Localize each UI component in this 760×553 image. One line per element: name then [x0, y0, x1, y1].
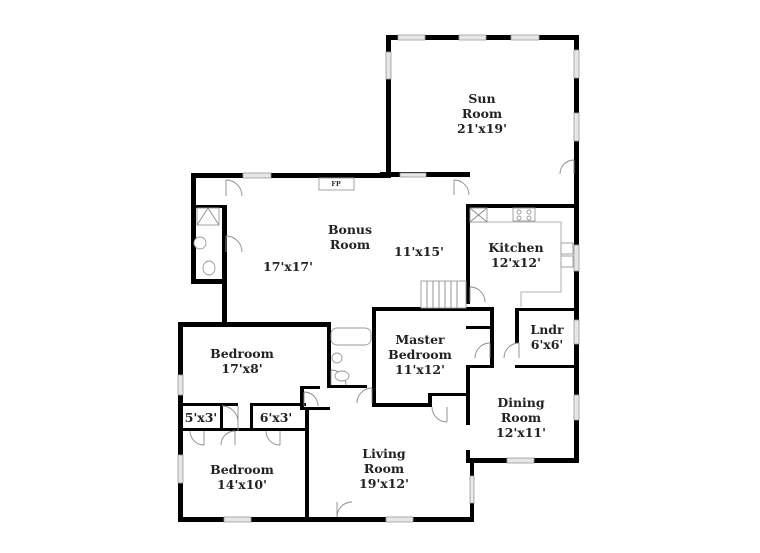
kitchen-label: Kitchen 12'x12' — [488, 240, 543, 270]
closet-2-size: 6'x3' — [259, 410, 293, 425]
dining-room-name: Dining — [497, 395, 545, 410]
closet-1-size: 5'x3' — [184, 410, 218, 425]
dining-room-label: Dining Room 12'x11' — [496, 395, 546, 440]
hall-bath-sink — [331, 352, 343, 364]
doors — [189, 159, 575, 518]
bonus-room-size: 17'x17' — [263, 259, 313, 274]
kitchen-size: 12'x12' — [491, 255, 541, 270]
master-bedroom-label: Master Bedroom 11'x12' — [388, 332, 452, 377]
toilet — [202, 260, 216, 276]
kitchen-sink-right — [560, 255, 574, 268]
master-bedroom-name-2: Bedroom — [388, 347, 452, 362]
laundry-size: 6'x6' — [530, 337, 564, 352]
bath-sink — [193, 236, 207, 250]
bedroom-2-name: Bedroom — [210, 462, 274, 477]
bonus-room-name: Bonus — [327, 222, 373, 237]
sun-room-size: 21'x19' — [457, 121, 507, 136]
sun-room-label: Sun Room 21'x19' — [457, 91, 507, 136]
master-bedroom-name: Master — [395, 332, 445, 347]
kitchen-name: Kitchen — [488, 240, 544, 255]
bedroom-1-name: Bedroom — [210, 346, 274, 361]
fireplace — [318, 177, 355, 191]
bedroom-1-size: 17'x8' — [221, 361, 263, 376]
sun-room-name: Sun — [468, 91, 496, 106]
dining-room-name-2: Room — [500, 410, 542, 425]
fixtures — [193, 177, 574, 382]
bonus-room-size-2: 11'x15' — [394, 244, 444, 259]
bedroom-1-label: Bedroom 17'x8' — [210, 346, 274, 376]
living-room-size: 19'x12' — [359, 476, 409, 491]
living-room-name-2: Room — [363, 461, 405, 476]
bedroom-2-label: Bedroom 14'x10' — [210, 462, 274, 492]
kitchen-sink-left — [560, 242, 574, 255]
laundry-label: Lndr 6'x6' — [530, 322, 563, 352]
fireplace-label: FP — [331, 180, 341, 188]
bathtub — [330, 327, 372, 346]
dining-room-size: 12'x11' — [496, 425, 546, 440]
bonus-room-name-2: Room — [329, 237, 371, 252]
shower — [196, 207, 220, 226]
living-room-name: Living — [362, 446, 406, 461]
bonus-room-label: Bonus Room — [328, 222, 372, 252]
hall-toilet — [334, 370, 350, 382]
kitchen-counter — [470, 221, 562, 307]
living-room-label: Living Room 19'x12' — [359, 446, 409, 491]
stairs — [420, 280, 467, 309]
laundry-name: Lndr — [530, 322, 564, 337]
stove — [512, 207, 536, 222]
windows — [177, 34, 580, 523]
sun-room-name-2: Room — [461, 106, 503, 121]
bedroom-2-size: 14'x10' — [217, 477, 267, 492]
master-bedroom-size: 11'x12' — [395, 362, 445, 377]
